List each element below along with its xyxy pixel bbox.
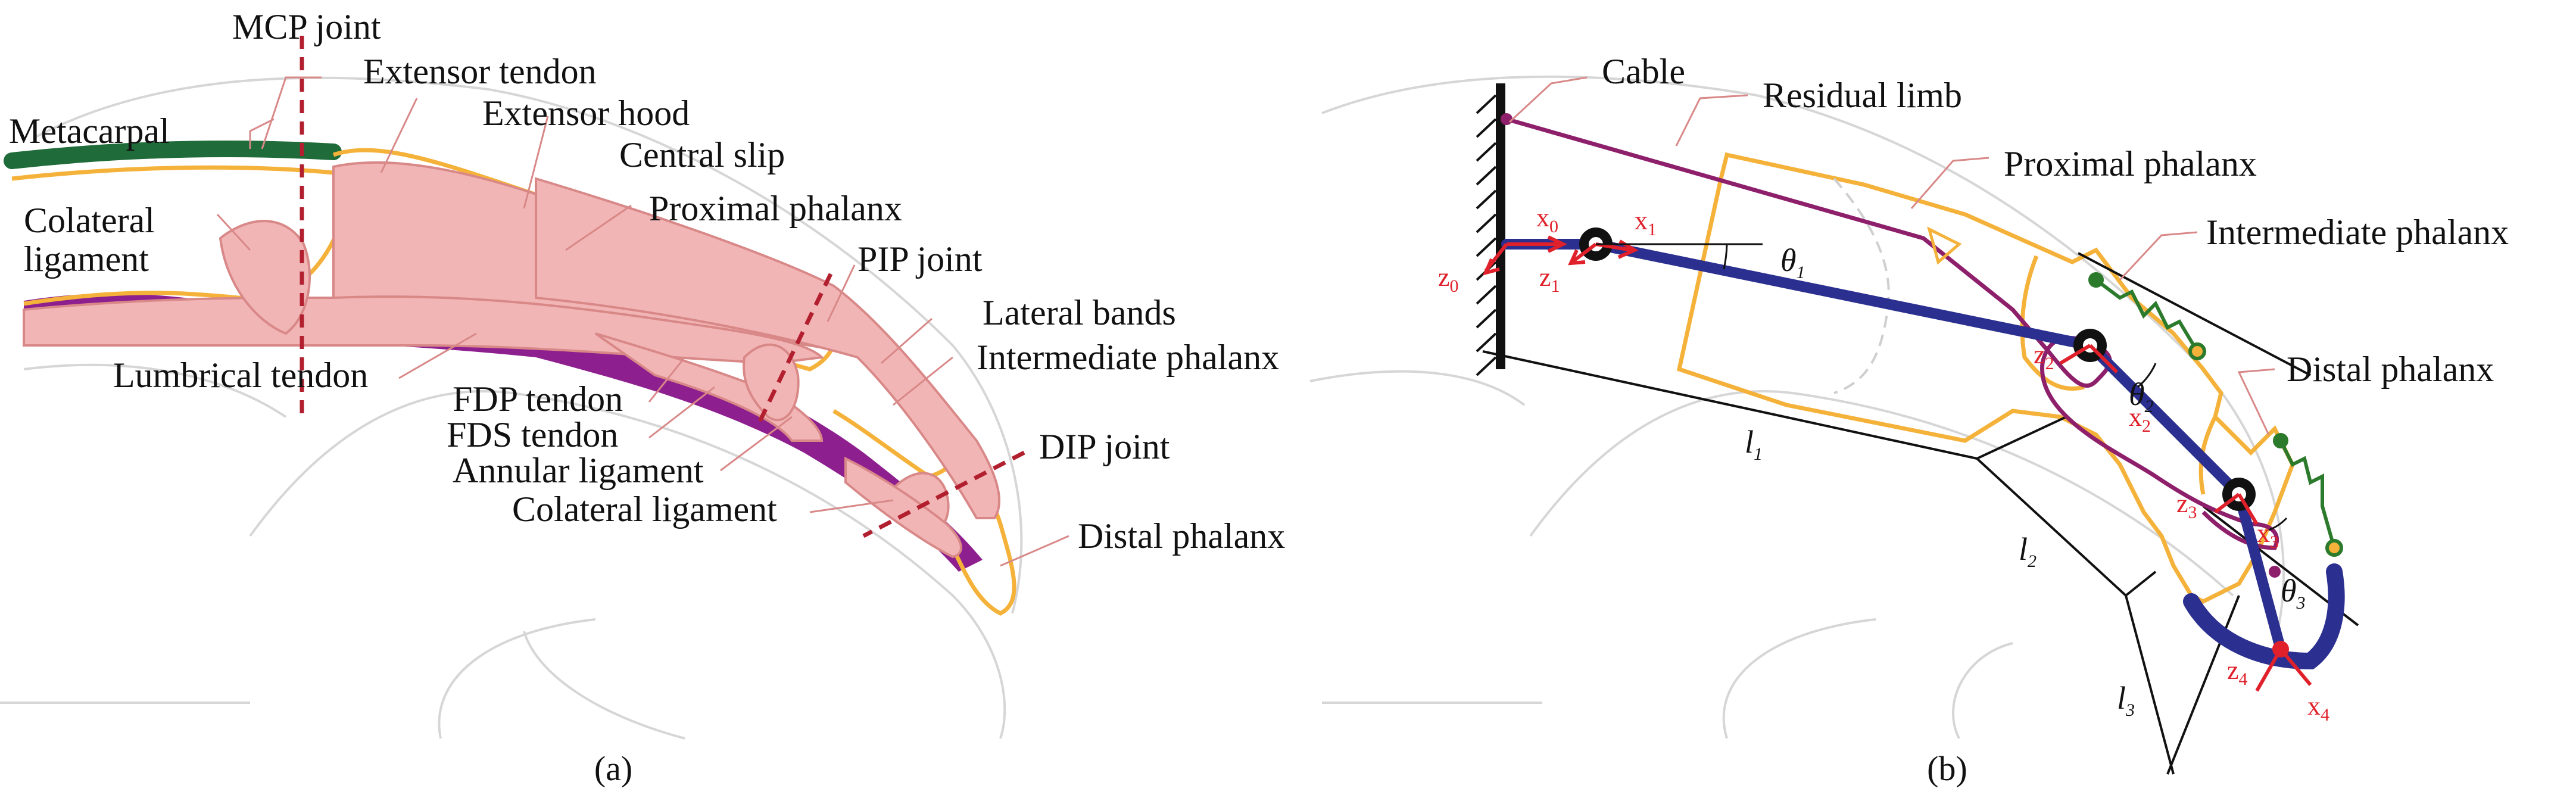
panel-b: Cable Residual limb Proximal phalanx Int… [1309,52,2509,788]
label-residual-limb: Residual limb [1763,76,1962,115]
caption-a: (a) [594,749,632,788]
cable-anchor [1501,113,1512,125]
metacarpal-bone [4,141,342,169]
label-annular-ligament: Annular ligament [453,451,704,490]
label-lumbrical-tendon: Lumbrical tendon [113,356,368,395]
length-2: l2 [2019,531,2037,571]
frame-axes [1482,235,2312,692]
axis-x3: x3 [2257,519,2279,552]
caption-b: (b) [1927,749,1967,788]
annular-ligament-shape [743,343,800,422]
leaders-a [216,76,1069,567]
label-metacarpal: Metacarpal [9,111,170,151]
axis-z4: z4 [2227,656,2248,689]
angle-arcs [1596,243,2288,531]
dip-joint-line [862,450,1025,538]
label-fdp-tendon: FDP tendon [453,379,623,419]
residual-limb-inner [1833,177,1890,394]
label-colateral-1: Colateral [24,201,155,240]
pip-joint-line [754,273,833,430]
axis-x1: x1 [1635,206,1657,239]
axis-z1: z1 [1539,263,1560,296]
cable-arrow [1927,226,1962,265]
leaders-b [1508,76,2275,435]
theta-2: θ2 [2129,376,2154,416]
label-fds-tendon: FDS tendon [447,415,618,454]
colateral-ligament-shape [219,220,311,335]
label-distal-phalanx-b: Distal phalanx [2287,350,2494,389]
label-mcp-joint: MCP joint [232,7,381,46]
springs [2088,272,2343,557]
axis-x2: x2 [2129,403,2151,436]
distal-tendon-shape [844,456,962,559]
labels-a: MCP joint Extensor tendon Metacarpal Ext… [9,7,1285,788]
ground-wall [1476,83,1505,376]
tendons-a [23,161,1000,559]
label-proximal-phalanx-b: Proximal phalanx [2004,144,2257,183]
axis-z2: z2 [2034,340,2054,373]
label-lateral-bands: Lateral bands [983,293,1176,332]
cable [1506,117,2279,550]
hand-outline-b [1309,75,2285,739]
label-central-slip: Central slip [619,135,785,174]
length-3: l3 [2117,680,2135,720]
central-slip-tendon [535,177,1000,519]
label-pip-joint: PIP joint [857,239,983,279]
link-3-tip [2183,563,2345,670]
axis-x0: x0 [1536,203,1558,236]
axis-z3: z3 [2176,489,2197,522]
link-3 [2234,489,2286,654]
panel-a: MCP joint Extensor tendon Metacarpal Ext… [0,7,1285,788]
joint-guides-a [300,36,1025,538]
hand-outline-a [0,76,1023,740]
labels-b: Cable Residual limb Proximal phalanx Int… [1602,52,2509,788]
axis-x4: x4 [2307,691,2329,725]
theta-3: θ3 [2281,573,2306,613]
label-colateral-ligament-b: Colateral ligament [512,490,777,529]
symbols-b: θ1 θ2 θ3 l1 l2 l3 x0 z0 x1 z1 x2 z2 x3 z… [1438,203,2329,725]
axis-z0: z0 [1438,263,1459,296]
label-extensor-tendon: Extensor tendon [363,52,597,91]
label-colateral-2: ligament [24,239,149,279]
label-dip-joint: DIP joint [1039,427,1170,466]
label-proximal-phalanx: Proximal phalanx [649,189,902,228]
theta-1: θ1 [1780,242,1805,282]
label-intermediate-phalanx: Intermediate phalanx [977,338,1279,377]
label-cable: Cable [1602,52,1685,91]
label-intermediate-phalanx-b: Intermediate phalanx [2206,213,2509,252]
label-distal-phalanx: Distal phalanx [1078,516,1285,556]
cable-end [2269,566,2281,578]
length-1: l1 [1745,424,1763,464]
label-extensor-hood: Extensor hood [482,93,690,133]
link-1 [1590,239,2095,351]
prosthesis-outline [1676,152,2295,604]
